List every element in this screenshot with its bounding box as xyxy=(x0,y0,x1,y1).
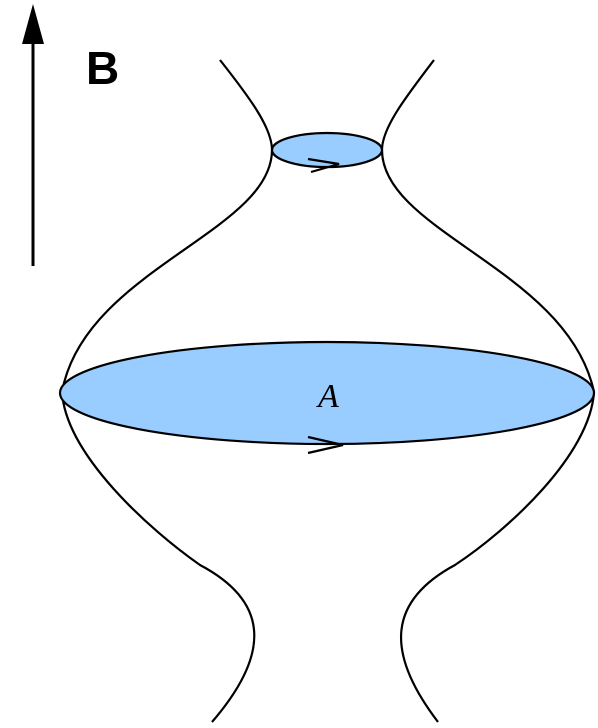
field-arrow-head xyxy=(22,4,44,44)
field-arrow xyxy=(22,4,44,266)
area-label: A xyxy=(316,378,339,415)
field-label: B xyxy=(86,42,119,94)
